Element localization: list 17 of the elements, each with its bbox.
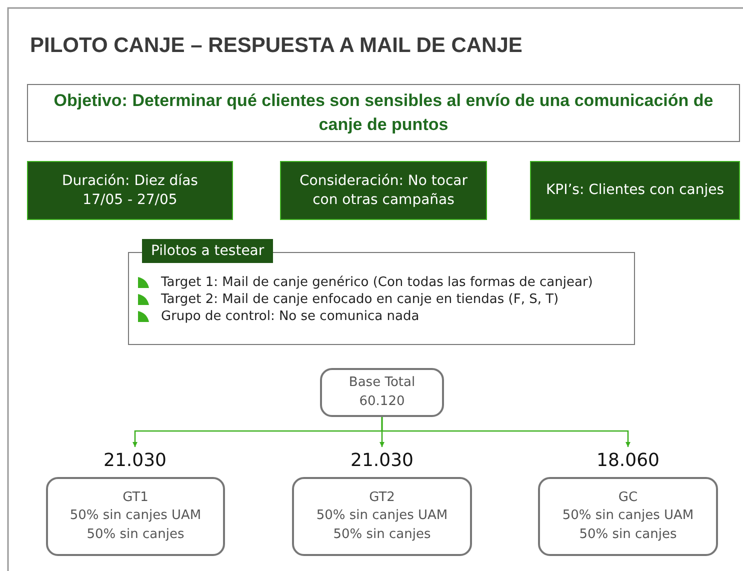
count-value: 21.030 — [104, 450, 166, 470]
pilot-item: Target 1: Mail de canje genérico (Con todas las formas de canjear) — [161, 275, 593, 290]
group-box: GC 50% sin canjes UAM 50% sin canjes — [538, 477, 718, 556]
pilot-item: Target 2: Mail de canje enfocado en canje en tiendas (F, S, T) — [161, 292, 559, 307]
count-value: 18.060 — [596, 450, 660, 470]
info-box: Duración: Diez días 17/05 - 27/05 — [27, 161, 233, 220]
info-box: Consideración: No tocar con otras campañas — [280, 161, 487, 220]
arrow — [381, 417, 631, 447]
group-box: GT2 50% sin canjes UAM 50% sin canjes — [292, 477, 472, 556]
pilot-item: Grupo de control: No se comunica nada — [161, 309, 420, 324]
count-value: 21.030 — [350, 450, 414, 470]
objective-box: Objetivo: Determinar qué clientes son sensibles al envío de una comunicación de canje de puntos — [27, 84, 740, 142]
slide-title: PILOTO CANJE – RESPUESTA A MAIL DE CANJE — [30, 34, 522, 58]
group-box: GT1 50% sin canjes UAM 50% sin canjes — [46, 477, 225, 556]
info-box: KPI’s: Clientes con canjes — [530, 161, 740, 220]
section-tab: Pilotos a testear — [142, 239, 274, 263]
group-box: Base Total 60.120 — [320, 368, 444, 417]
